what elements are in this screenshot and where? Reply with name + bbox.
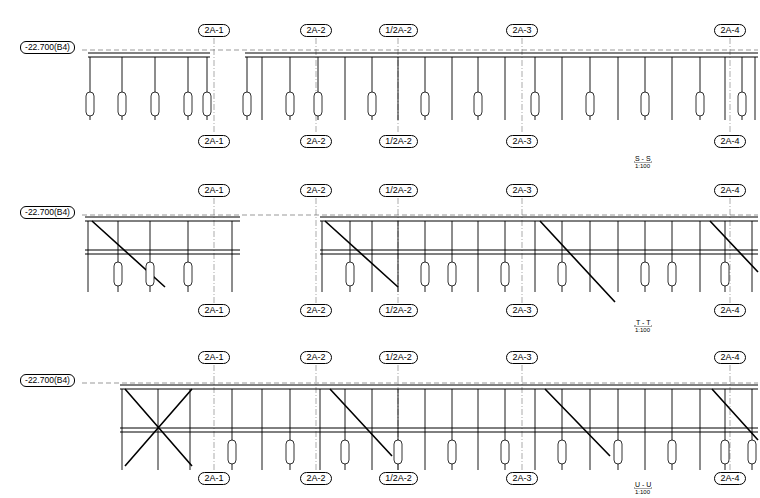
grid-label: 2A-1 <box>203 25 225 36</box>
grid-bubble: 1/2A-2 <box>379 24 418 37</box>
grid-bubble: 2A-2 <box>300 184 332 197</box>
grid-label: 1/2A-2 <box>384 473 413 484</box>
grid-bubble: 2A-1 <box>198 184 230 197</box>
grid-label: 2A-3 <box>511 305 533 316</box>
grid-label: 2A-1 <box>203 352 225 363</box>
beam-line <box>88 53 758 57</box>
grid-label: 2A-3 <box>511 473 533 484</box>
grid-label: 1/2A-2 <box>384 136 413 147</box>
column-line <box>88 221 752 292</box>
grid-bubble: 2A-3 <box>506 351 538 364</box>
brace-line <box>92 221 758 302</box>
grid-bubble: 2A-3 <box>506 24 538 37</box>
grid-bubble: 2A-4 <box>714 24 746 37</box>
level-line <box>82 50 758 383</box>
beam-line <box>85 217 758 254</box>
level-marker: -22.700(B4) <box>20 206 75 219</box>
grid-label: 2A-2 <box>305 352 327 363</box>
grid-bubble: 2A-2 <box>300 304 332 317</box>
brace-line <box>125 389 758 466</box>
grid-label: 2A-4 <box>719 352 741 363</box>
grid-bubble: 1/2A-2 <box>379 135 418 148</box>
section-title: U - U <box>635 481 651 488</box>
grid-label: 2A-3 <box>511 25 533 36</box>
columns <box>88 57 755 470</box>
diagonal-braces <box>92 221 758 466</box>
grid-bubble: 2A-2 <box>300 24 332 37</box>
grid-label: 2A-1 <box>203 185 225 196</box>
grid-label: 1/2A-2 <box>384 352 413 363</box>
grid-label: 1/2A-2 <box>384 25 413 36</box>
grid-label: 2A-2 <box>305 136 327 147</box>
grid-bubble: 2A-1 <box>198 135 230 148</box>
level-marker: -22.700(B4) <box>20 374 75 387</box>
level-text: -22.700(B4) <box>24 375 71 386</box>
grid-label: 2A-1 <box>203 305 225 316</box>
grid-label: 2A-4 <box>719 473 741 484</box>
grid-bubble: 2A-3 <box>506 135 538 148</box>
grid-bubble: 2A-1 <box>198 351 230 364</box>
grid-bubble: 2A-4 <box>714 472 746 485</box>
scale-note: 1:100 <box>635 489 650 495</box>
title-underline <box>634 162 652 488</box>
grid-bubble: 2A-3 <box>506 304 538 317</box>
column-tag <box>114 262 729 286</box>
column-tags <box>86 92 756 464</box>
grid-bubble: 2A-4 <box>714 351 746 364</box>
scale-note: 1:100 <box>635 163 650 169</box>
grid-bubble: 1/2A-2 <box>379 472 418 485</box>
grid-label: 1/2A-2 <box>384 185 413 196</box>
grid-label: 2A-3 <box>511 185 533 196</box>
grid-label: 2A-4 <box>719 136 741 147</box>
grid-bubble: 2A-1 <box>198 472 230 485</box>
grid-label: 2A-3 <box>511 136 533 147</box>
grid-bubble: 1/2A-2 <box>379 304 418 317</box>
grid-bubble: 2A-4 <box>714 135 746 148</box>
grid-bubble: 2A-3 <box>506 472 538 485</box>
grid-bubble: 2A-1 <box>198 304 230 317</box>
level-lines <box>82 50 758 383</box>
level-text: -22.700(B4) <box>24 42 71 53</box>
grid-bubble: 2A-1 <box>198 24 230 37</box>
column-line <box>122 389 752 470</box>
grid-label: 2A-3 <box>511 352 533 363</box>
grid-label: 2A-1 <box>203 136 225 147</box>
grid-label: 2A-2 <box>305 25 327 36</box>
grid-axis <box>214 38 730 134</box>
level-marker: -22.700(B4) <box>20 41 75 54</box>
grid-bubble: 2A-2 <box>300 472 332 485</box>
grid-bubble: 1/2A-2 <box>379 351 418 364</box>
grid-bubble: 2A-2 <box>300 351 332 364</box>
grid-bubble: 2A-2 <box>300 135 332 148</box>
title-underlines <box>634 162 652 488</box>
column-tag <box>86 92 746 116</box>
grid-label: 2A-4 <box>719 185 741 196</box>
grid-label: 2A-2 <box>305 305 327 316</box>
section-title: T - T <box>636 319 651 326</box>
beam-line <box>120 385 758 432</box>
grid-bubble: 2A-4 <box>714 184 746 197</box>
scale-note: 1:100 <box>635 327 650 333</box>
grid-bubble: 1/2A-2 <box>379 184 418 197</box>
grid-bubble: 2A-3 <box>506 184 538 197</box>
grid-label: 2A-4 <box>719 25 741 36</box>
grid-label: 2A-1 <box>203 473 225 484</box>
level-text: -22.700(B4) <box>24 207 71 218</box>
grid-bubble: 2A-4 <box>714 304 746 317</box>
section-title: S - S <box>635 155 651 162</box>
grid-label: 2A-4 <box>719 305 741 316</box>
column-tag <box>228 440 756 464</box>
grid-label: 1/2A-2 <box>384 305 413 316</box>
grid-label: 2A-2 <box>305 185 327 196</box>
grid-label: 2A-2 <box>305 473 327 484</box>
beams <box>85 53 758 432</box>
